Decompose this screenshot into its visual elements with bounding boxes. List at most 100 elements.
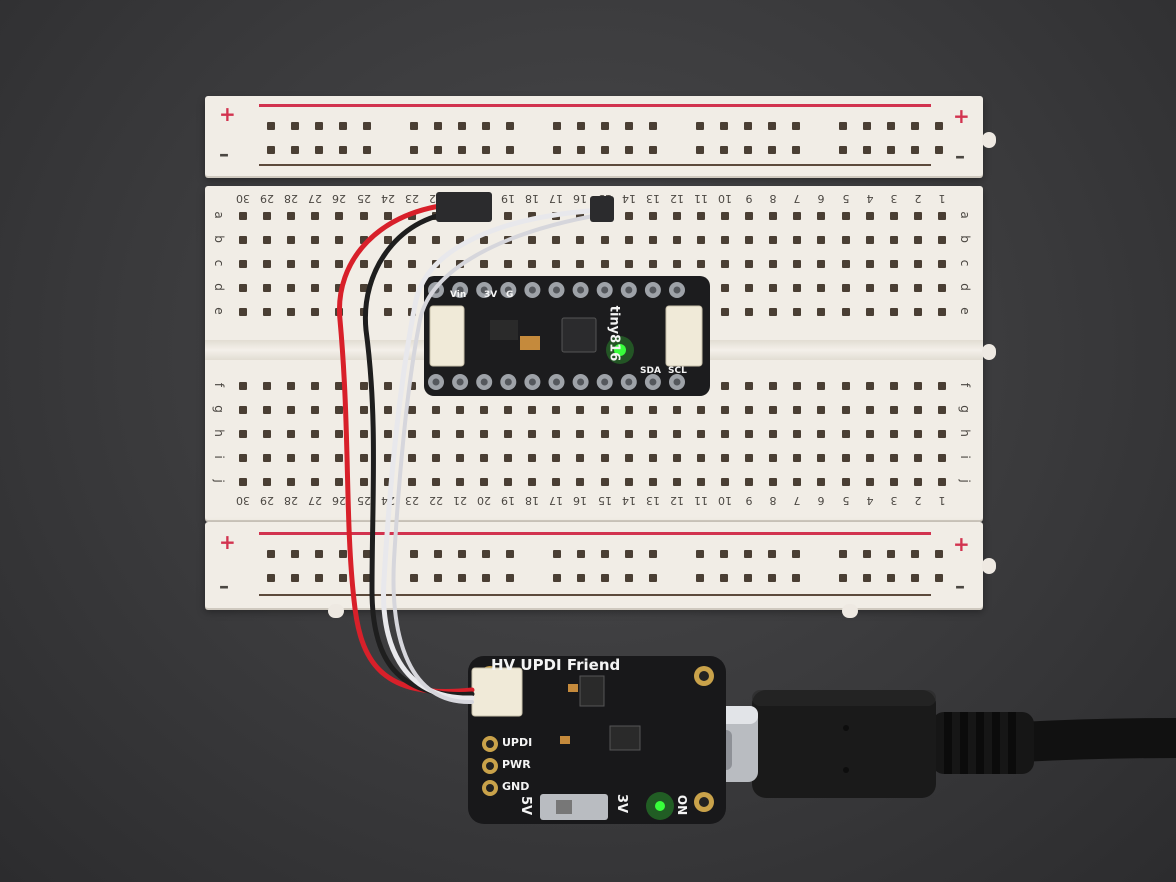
rail-hole (839, 146, 847, 154)
terminal-hole (600, 454, 609, 462)
target-pcb-pins (428, 282, 685, 390)
terminal-hole (721, 284, 729, 292)
terminal-hole (552, 454, 561, 462)
terminal-hole (913, 236, 922, 244)
terminal-hole (913, 478, 922, 486)
terminal-hole (383, 212, 392, 220)
terminal-hole (721, 212, 729, 220)
rail-hole (863, 550, 871, 558)
terminal-hole (865, 406, 874, 414)
terminal-hole (721, 454, 729, 462)
terminal-hole (407, 212, 416, 220)
terminal-hole (865, 284, 874, 292)
terminal-hole (528, 260, 537, 268)
terminal-hole (865, 454, 874, 462)
terminal-hole (817, 382, 826, 390)
terminal-hole (793, 308, 802, 316)
terminal-hole (889, 406, 898, 414)
terminal-hole (600, 430, 609, 438)
terminal-hole (335, 236, 344, 244)
header-pin-center (601, 378, 609, 386)
terminal-hole (721, 406, 729, 414)
terminal-hole (239, 478, 247, 486)
terminal-hole (889, 478, 898, 486)
rail-hole (458, 550, 466, 558)
terminal-hole (455, 430, 464, 438)
terminal-hole (528, 212, 537, 220)
terminal-hole (648, 430, 657, 438)
terminal-hole (552, 260, 561, 268)
bottom-rail-dark-line (259, 594, 931, 596)
terminal-hole (407, 382, 416, 390)
terminal-hole (359, 284, 368, 292)
terminal-hole (407, 406, 416, 414)
terminal-hole (287, 308, 296, 316)
bottom-rail-red-line (259, 532, 931, 535)
terminal-hole (817, 284, 826, 292)
terminal-hole (239, 406, 247, 414)
terminal-hole (793, 478, 802, 486)
terminal-hole (865, 430, 874, 438)
header-pin-center (673, 286, 681, 294)
terminal-hole (383, 478, 392, 486)
rail-hole (291, 550, 299, 558)
jst-cable (336, 201, 607, 705)
terminal-hole (431, 406, 440, 414)
target-pin-sda: SDA (640, 366, 661, 376)
terminal-hole (407, 454, 416, 462)
terminal-hole (287, 382, 296, 390)
terminal-hole (600, 260, 609, 268)
terminal-hole (480, 236, 488, 244)
terminal-hole (624, 236, 633, 244)
terminal-hole (937, 212, 946, 220)
rail-hole (458, 574, 466, 582)
terminal-hole (335, 260, 344, 268)
header-pin-center (504, 378, 512, 386)
terminal-hole (769, 454, 778, 462)
rail-hole (601, 122, 609, 130)
terminal-hole (431, 236, 440, 244)
rail-hole (696, 574, 704, 582)
rail-hole (935, 550, 943, 558)
rail-hole (911, 146, 919, 154)
plus-sign-left-bottom: + (219, 530, 236, 554)
header-pin-center (504, 286, 512, 294)
terminal-hole (672, 454, 681, 462)
terminal-hole (287, 212, 296, 220)
terminal-hole (528, 406, 537, 414)
header-pin-center (601, 286, 609, 294)
terminal-hole (383, 430, 392, 438)
terminal-hole (889, 236, 898, 244)
rail-hole (267, 122, 275, 130)
terminal-hole (841, 406, 850, 414)
rail-hole (744, 550, 752, 558)
rail-hole (839, 574, 847, 582)
terminal-hole (841, 212, 850, 220)
terminal-hole (745, 406, 754, 414)
terminal-hole (889, 382, 898, 390)
on-led-label: ON (675, 794, 690, 816)
terminal-hole (865, 308, 874, 316)
rail-hole (363, 122, 371, 130)
rail-hole (553, 122, 561, 130)
terminal-hole (528, 478, 537, 486)
terminal-hole (793, 382, 802, 390)
terminal-hole (504, 430, 513, 438)
terminal-hole (383, 260, 392, 268)
target-board-name: tiny816 (606, 305, 622, 362)
rail-hole (792, 122, 800, 130)
terminal-hole (576, 454, 585, 462)
terminal-hole (311, 308, 320, 316)
rail-hole (506, 574, 514, 582)
terminal-hole (745, 212, 754, 220)
terminal-hole (672, 260, 681, 268)
header-pin-center (553, 286, 560, 294)
rail-hole (577, 122, 585, 130)
terminal-hole (311, 430, 320, 438)
terminal-hole (889, 308, 898, 316)
terminal-hole (239, 430, 247, 438)
rail-hole (315, 122, 323, 130)
terminal-hole (745, 478, 754, 486)
rail-hole (506, 550, 514, 558)
